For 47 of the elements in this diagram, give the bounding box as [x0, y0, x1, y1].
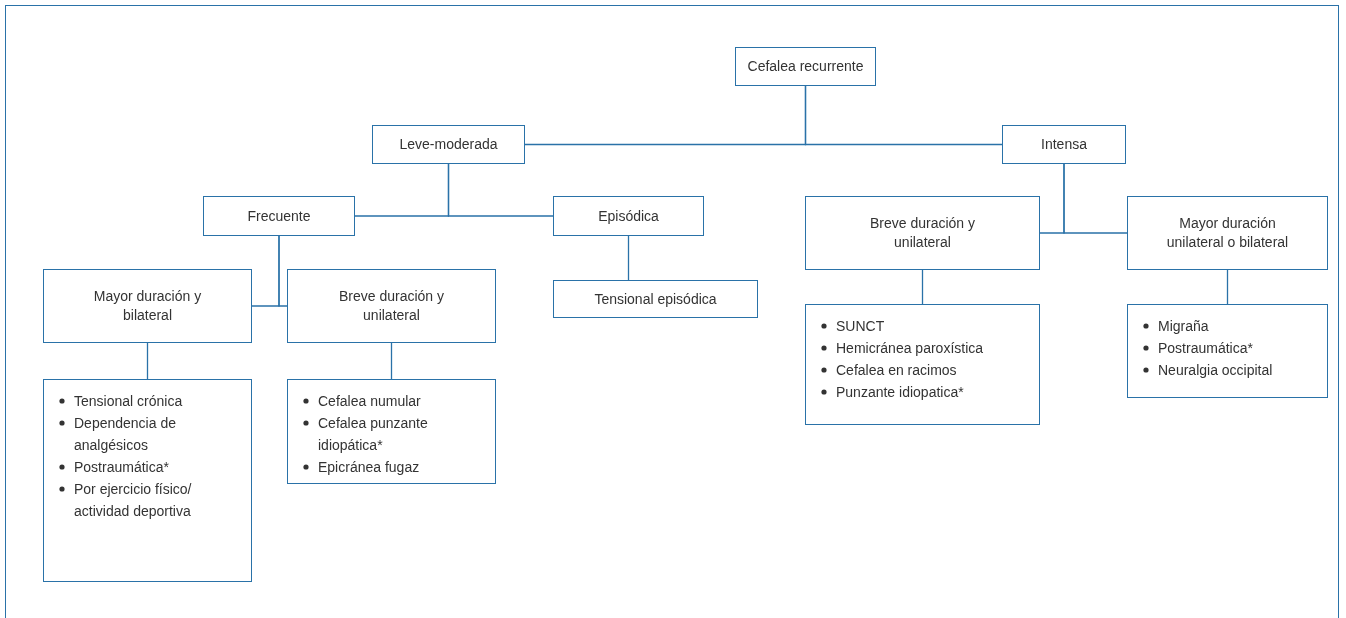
category-box [553, 196, 704, 236]
list-item: Cefalea numular [318, 393, 421, 409]
list-item: Cefalea en racimos [836, 362, 957, 378]
category-box [203, 196, 355, 236]
node-label: Leve-moderada [399, 135, 498, 154]
category-box [372, 125, 525, 164]
node-label: Breve duración y unilateral [337, 287, 446, 325]
category-box [1002, 125, 1126, 164]
connector-line [1063, 163, 1128, 234]
list-box [287, 379, 496, 484]
category-box [553, 280, 758, 318]
connector-line [390, 342, 393, 380]
connector-line [146, 342, 149, 380]
list-item: SUNCT [836, 318, 885, 334]
list-item: Por ejercicio físico/ actividad deportiva [74, 481, 192, 519]
category-box [43, 269, 252, 343]
list-item: Tensional crónica [74, 393, 183, 409]
node-label: Episódica [598, 206, 659, 226]
category-box [735, 47, 876, 86]
node-label: Cefalea recurrente [747, 57, 864, 76]
list-item: Postraumática* [74, 459, 169, 475]
list-box [1127, 304, 1328, 398]
category-box [287, 269, 496, 343]
connector-line [804, 85, 1003, 146]
category-box [1127, 196, 1328, 270]
list-item: Cefalea punzante idiopática* [318, 415, 428, 453]
list-item: Postraumática* [1158, 340, 1253, 356]
list-item: Hemicránea paroxística [836, 340, 984, 356]
connector-line [278, 235, 288, 307]
list-box [43, 379, 252, 582]
connector-line [1226, 269, 1229, 305]
connector-line [627, 235, 630, 281]
list-item: Migraña [1158, 318, 1209, 334]
node-label: Mayor duración unilateral o bilateral [1165, 214, 1290, 252]
node-label: Tensional episódica [594, 289, 717, 309]
category-box [805, 196, 1040, 270]
list-box [805, 304, 1040, 425]
node-label: Breve duración y unilateral [868, 214, 977, 252]
list-item: Punzante idiopatica* [836, 384, 964, 400]
node-label: Frecuente [247, 206, 311, 226]
node-label: Mayor duración y bilateral [92, 287, 203, 325]
node-label: Intensa [1041, 135, 1087, 154]
connector-line [447, 163, 554, 217]
list-item: Dependencia de analgésicos [74, 415, 176, 453]
list-item: Epicránea fugaz [318, 459, 420, 475]
list-item: Neuralgia occipital [1158, 362, 1273, 378]
connector-line [921, 269, 924, 305]
